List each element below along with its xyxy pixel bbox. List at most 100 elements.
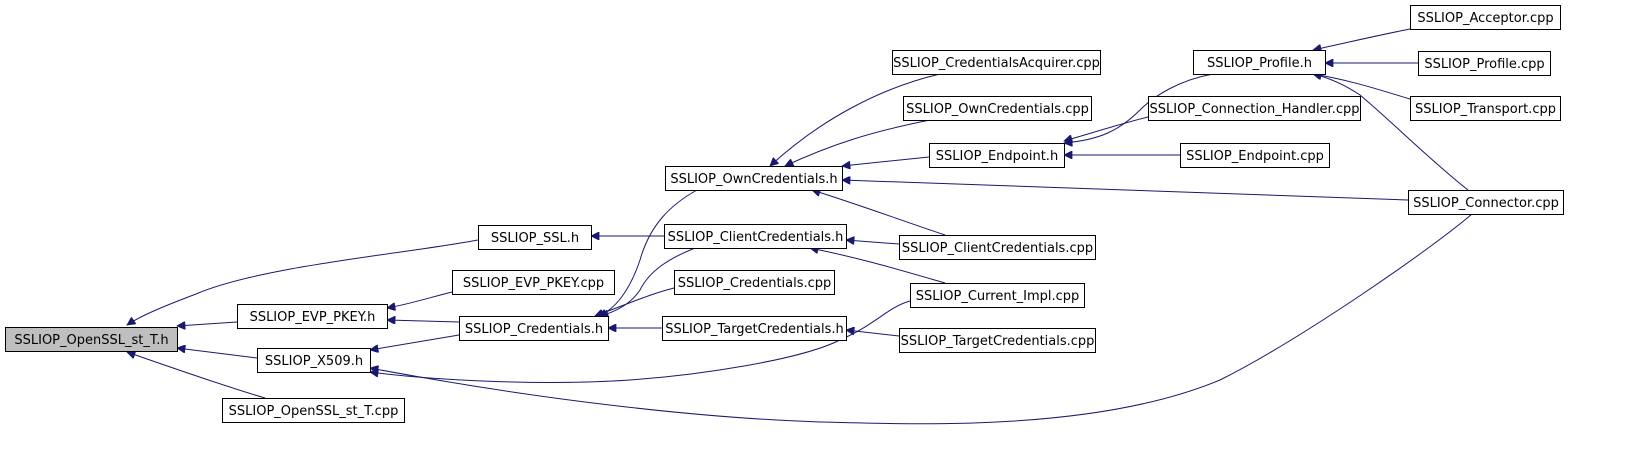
file-node[interactable]: SSLIOP_ClientCredentials.h — [664, 224, 847, 249]
file-node[interactable]: SSLIOP_Endpoint.h — [929, 143, 1065, 168]
file-node[interactable]: SSLIOP_ClientCredentials.cpp — [899, 235, 1096, 260]
node-label: SSLIOP_Acceptor.cpp — [1417, 11, 1553, 26]
node-box — [459, 316, 609, 341]
node-box — [899, 235, 1096, 260]
node-label: SSLIOP_Transport.cpp — [1415, 102, 1556, 117]
edge-n15-n8 — [810, 248, 946, 284]
edge-n14-n7 — [812, 190, 946, 236]
node-label: SSLIOP_OwnCredentials.cpp — [906, 102, 1089, 117]
node-box — [257, 348, 371, 373]
node-label: SSLIOP_OpenSSL_st_T.h — [14, 333, 168, 348]
edge-n13-n7 — [842, 156, 930, 166]
file-node[interactable]: SSLIOP_X509.h — [257, 348, 371, 373]
file-node[interactable]: SSLIOP_SSL.h — [478, 225, 592, 250]
file-node[interactable]: SSLIOP_TargetCredentials.h — [662, 316, 847, 341]
node-label: SSLIOP_Current_Impl.cpp — [916, 289, 1080, 304]
node-box — [1410, 96, 1561, 121]
file-node[interactable]: SSLIOP_OwnCredentials.cpp — [903, 96, 1092, 121]
node-label: SSLIOP_Profile.cpp — [1424, 57, 1544, 72]
node-label: SSLIOP_EVP_PKEY.h — [250, 310, 376, 325]
node-box — [1148, 96, 1361, 121]
node-label: SSLIOP_ClientCredentials.h — [668, 230, 844, 245]
node-box — [478, 225, 592, 250]
node-label: SSLIOP_SSL.h — [491, 231, 579, 246]
edge-n9-n6 — [595, 287, 675, 316]
node-box — [662, 316, 847, 341]
node-label: SSLIOP_OwnCredentials.h — [670, 172, 837, 187]
edge-n8-n6 — [600, 247, 696, 316]
node-box — [1410, 5, 1561, 30]
file-node[interactable]: SSLIOP_Connector.cpp — [1408, 190, 1564, 215]
file-node[interactable]: SSLIOP_OwnCredentials.h — [665, 166, 843, 191]
edge-n20-n17 — [1313, 28, 1411, 50]
node-label: SSLIOP_CredentialsAcquirer.cpp — [893, 56, 1100, 71]
file-node[interactable]: SSLIOP_Transport.cpp — [1410, 96, 1561, 121]
edge-n1-n0 — [127, 239, 479, 325]
node-label: SSLIOP_TargetCredentials.cpp — [901, 334, 1095, 349]
edge-n15-n3 — [370, 300, 911, 383]
node-label: SSLIOP_Credentials.h — [465, 322, 603, 337]
node-box — [665, 166, 843, 191]
node-box — [5, 327, 178, 352]
node-label: SSLIOP_OpenSSL_st_T.cpp — [229, 404, 399, 419]
edge-n2-n0 — [177, 322, 238, 326]
node-box — [222, 398, 405, 423]
node-box — [1418, 51, 1551, 76]
file-node[interactable]: SSLIOP_Acceptor.cpp — [1410, 5, 1561, 30]
node-label: SSLIOP_Endpoint.cpp — [1186, 149, 1324, 164]
node-label: SSLIOP_EVP_PKEY.cpp — [463, 276, 604, 291]
edge-n6-n2 — [387, 320, 460, 322]
node-label: SSLIOP_Profile.h — [1207, 56, 1312, 71]
node-box — [899, 328, 1096, 353]
edge-n4-n0 — [127, 352, 266, 399]
file-node[interactable]: SSLIOP_CredentialsAcquirer.cpp — [892, 50, 1101, 75]
node-label: SSLIOP_Connector.cpp — [1413, 196, 1559, 211]
node-label: SSLIOP_X509.h — [265, 354, 363, 369]
node-label: SSLIOP_Credentials.cpp — [678, 276, 832, 291]
edge-n5-n2 — [387, 291, 453, 308]
edge-n18-n13 — [1064, 116, 1149, 141]
node-box — [237, 304, 388, 329]
edge-layer — [127, 28, 1473, 425]
file-node[interactable]: SSLIOP_Credentials.cpp — [674, 270, 835, 295]
file-node[interactable]: SSLIOP_Endpoint.cpp — [1180, 143, 1330, 168]
file-node[interactable]: SSLIOP_EVP_PKEY.cpp — [452, 270, 615, 295]
file-node[interactable]: SSLIOP_Credentials.h — [459, 316, 609, 341]
file-node[interactable]: SSLIOP_Current_Impl.cpp — [910, 283, 1085, 308]
file-node[interactable]: SSLIOP_TargetCredentials.cpp — [899, 328, 1096, 353]
node-box — [1408, 190, 1564, 215]
edge-n23-n3 — [370, 213, 1473, 425]
node-box — [664, 224, 847, 249]
node-box — [929, 143, 1065, 168]
node-layer: SSLIOP_OpenSSL_st_T.hSSLIOP_SSL.hSSLIOP_… — [5, 5, 1564, 423]
edge-n22-n17 — [1313, 74, 1411, 100]
node-box — [910, 283, 1085, 308]
node-label: SSLIOP_Endpoint.h — [936, 149, 1058, 164]
file-node[interactable]: SSLIOP_EVP_PKEY.h — [237, 304, 388, 329]
edge-n23-n7 — [842, 180, 1409, 201]
edge-n16-n10 — [846, 330, 900, 337]
root-node[interactable]: SSLIOP_OpenSSL_st_T.h — [5, 327, 178, 352]
node-label: SSLIOP_TargetCredentials.h — [665, 322, 843, 337]
edge-n6-n3 — [370, 334, 460, 350]
node-box — [452, 270, 615, 295]
node-label: SSLIOP_ClientCredentials.cpp — [902, 241, 1093, 256]
file-node[interactable]: SSLIOP_Profile.h — [1193, 50, 1326, 75]
edge-n11-n7 — [770, 73, 941, 166]
file-node[interactable]: SSLIOP_OpenSSL_st_T.cpp — [222, 398, 405, 423]
edge-n12-n7 — [785, 119, 931, 166]
edge-n14-n8 — [846, 240, 900, 244]
node-box — [892, 50, 1101, 75]
file-node[interactable]: SSLIOP_Connection_Handler.cpp — [1148, 96, 1361, 121]
edge-n17-n13 — [1064, 73, 1214, 143]
edge-n7-n6 — [598, 189, 698, 316]
node-box — [903, 96, 1092, 121]
node-label: SSLIOP_Connection_Handler.cpp — [1150, 102, 1360, 117]
edge-n23-n17 — [1313, 74, 1469, 191]
file-node[interactable]: SSLIOP_Profile.cpp — [1418, 51, 1551, 76]
node-box — [1180, 143, 1330, 168]
node-box — [674, 270, 835, 295]
edge-n3-n0 — [177, 348, 258, 359]
node-box — [1193, 50, 1326, 75]
